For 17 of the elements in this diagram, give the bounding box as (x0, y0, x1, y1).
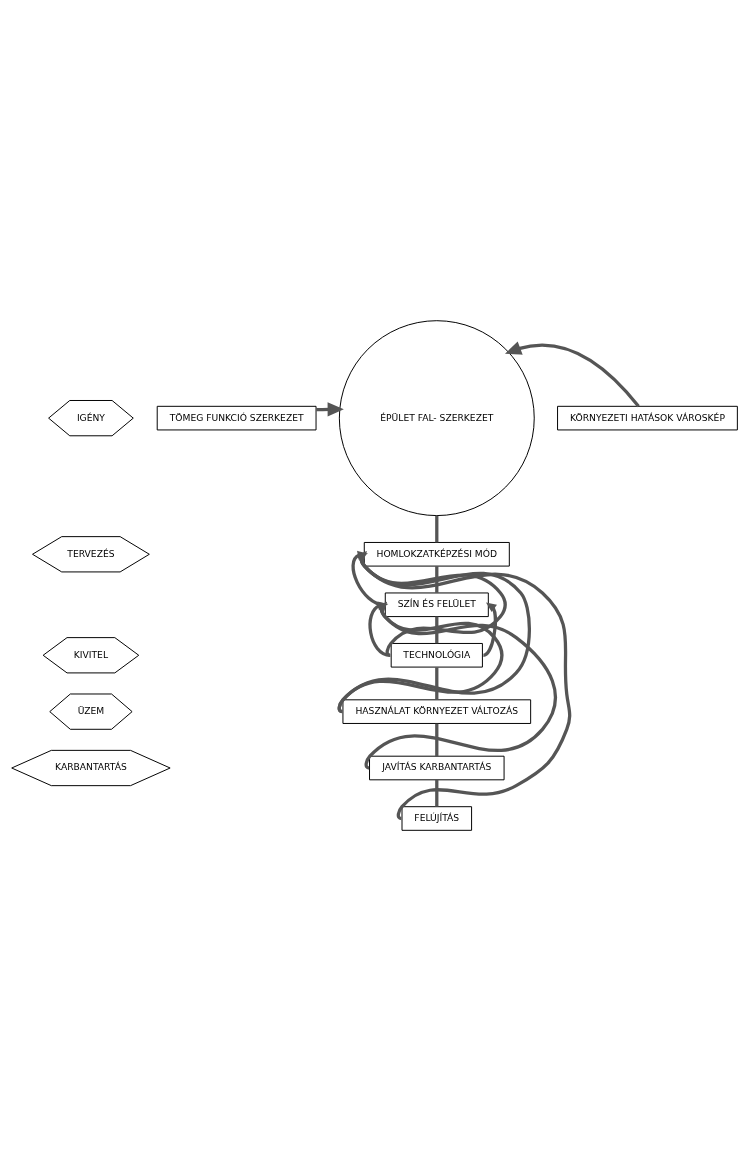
node-box: TECHNOLÓGIA (390, 642, 483, 668)
node-box: SZÍN ÉS FELÜLET (384, 592, 489, 618)
node-circle: ÉPÜLET FAL- SZERKEZET (338, 320, 535, 517)
node-box: HOMLOKZATKÉPZÉSI MÓD (363, 541, 510, 567)
node-box: JAVÍTÁS KARBANTARTÁS (368, 755, 505, 781)
node-box: KÖRNYEZETI HATÁSOK VÁROSKÉP (556, 405, 738, 431)
arrow (504, 341, 640, 408)
node-box: FELÚJÍTÁS (401, 806, 472, 831)
connector (434, 667, 438, 700)
node-box: TÖMEG FUNKCIÓ SZERKEZET (156, 405, 317, 431)
connector (434, 723, 438, 757)
connector (434, 616, 438, 644)
node-box: HASZNÁLAT KÖRNYEZET VÁLTOZÁS (341, 699, 531, 724)
connector (434, 515, 438, 543)
connector (434, 779, 438, 807)
arrow (482, 602, 497, 657)
connector (434, 566, 438, 593)
